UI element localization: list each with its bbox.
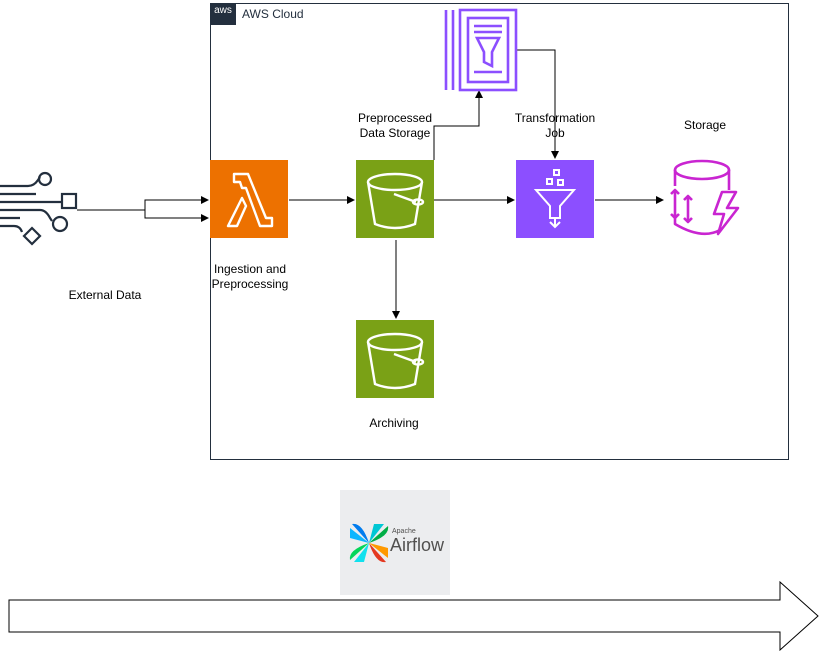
edge-storage-to-catalog — [433, 90, 483, 160]
preprocessed-label-line1: Preprocessed — [357, 111, 433, 125]
transformation-label-line2: Job — [545, 126, 565, 140]
storage-label: Storage — [683, 118, 727, 132]
edge-external-to-ingestion-2 — [144, 210, 209, 222]
airflow-small-text: Apache — [392, 528, 416, 535]
preprocessed-storage-label: Preprocessed Data Storage — [345, 111, 445, 141]
glue-catalog-icon[interactable] — [444, 8, 518, 92]
lambda-node[interactable] — [210, 160, 288, 238]
airflow-big-text: Airflow — [390, 535, 445, 555]
aws-logo-badge: aws — [210, 3, 236, 25]
data-stream-icon — [0, 171, 78, 246]
ingestion-label: Ingestion and Preprocessing — [196, 262, 304, 292]
archiving-label: Archiving — [369, 416, 419, 430]
database-lightning-icon[interactable] — [664, 158, 744, 240]
archiving-node[interactable] — [356, 320, 434, 398]
ingestion-label-line2: Preprocessing — [211, 277, 289, 291]
lambda-icon — [226, 172, 274, 228]
transformation-label: Transformation Job — [505, 111, 605, 141]
glue-funnel-icon — [533, 169, 577, 229]
s3-bucket-icon — [366, 172, 425, 230]
preprocessed-label-line2: Data Storage — [359, 126, 431, 140]
preprocessed-storage-node[interactable] — [356, 160, 434, 238]
airflow-logo: Apache Airflow — [340, 490, 450, 595]
airflow-pinwheel-icon — [349, 523, 389, 563]
transformation-label-line1: Transformation — [514, 111, 596, 125]
edge-catalog-to-transformation — [516, 49, 559, 159]
transformation-node[interactable] — [516, 160, 594, 238]
external-data-label: External Data — [68, 288, 142, 302]
aws-cloud-title: AWS Cloud — [242, 7, 304, 21]
ingestion-label-line1: Ingestion and — [213, 262, 287, 276]
s3-bucket-icon — [366, 332, 425, 390]
edge-external-to-ingestion — [77, 196, 209, 211]
